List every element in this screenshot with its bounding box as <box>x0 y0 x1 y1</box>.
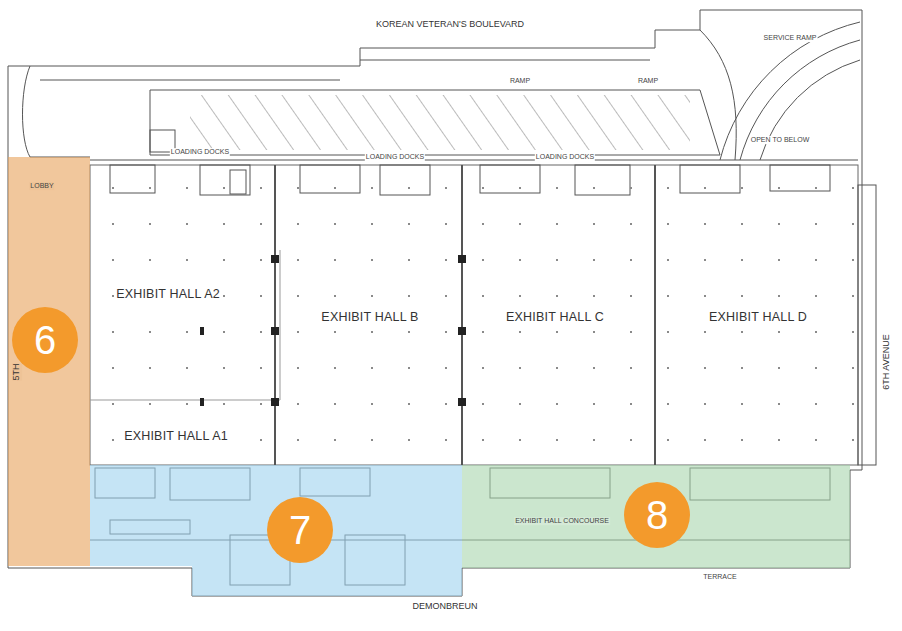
zone-band: 6LOBBY <box>8 157 90 566</box>
hall-label: EXHIBIT HALL A2 <box>114 288 222 302</box>
hall-region: EXHIBIT HALL D <box>655 165 858 465</box>
hall-label: EXHIBIT HALL A1 <box>122 430 230 444</box>
area-label: SERVICE RAMP <box>763 34 818 42</box>
zone-fill <box>462 465 850 568</box>
hall-region: EXHIBIT HALL B <box>275 165 462 465</box>
callout-number: 8 <box>624 482 690 548</box>
hall-region: EXHIBIT HALL C <box>462 165 655 465</box>
street-name: 6TH AVENUE <box>882 334 892 389</box>
street-name: 5TH <box>12 363 22 380</box>
zone-fill <box>90 465 462 596</box>
hall-label: EXHIBIT HALL B <box>319 311 420 325</box>
zone-band: 8EXHIBIT HALL CONCOURSE <box>462 465 850 568</box>
zone-band: 7 <box>90 465 462 596</box>
area-label: LOADING DOCKS <box>365 153 425 161</box>
street-name: KOREAN VETERAN'S BOULEVARD <box>376 20 524 30</box>
street-name: DEMONBREUN <box>412 602 477 612</box>
area-label: OPEN TO BELOW <box>750 136 810 144</box>
callout-number: 7 <box>267 497 333 563</box>
area-label: LOADING DOCKS <box>170 148 230 156</box>
hall-region: EXHIBIT HALL A1 <box>90 400 275 465</box>
hall-label: EXHIBIT HALL C <box>504 311 606 325</box>
area-label: EXHIBIT HALL CONCOURSE <box>514 517 610 525</box>
hall-label: EXHIBIT HALL D <box>707 311 809 325</box>
zone-fill <box>8 157 90 566</box>
hall-region: EXHIBIT HALL A2 <box>90 165 275 400</box>
room-label: LOBBY <box>29 182 54 190</box>
area-label: RAMP <box>509 77 531 85</box>
area-label: RAMP <box>637 77 659 85</box>
area-label: LOADING DOCKS <box>535 153 595 161</box>
area-label: TERRACE <box>702 573 737 581</box>
